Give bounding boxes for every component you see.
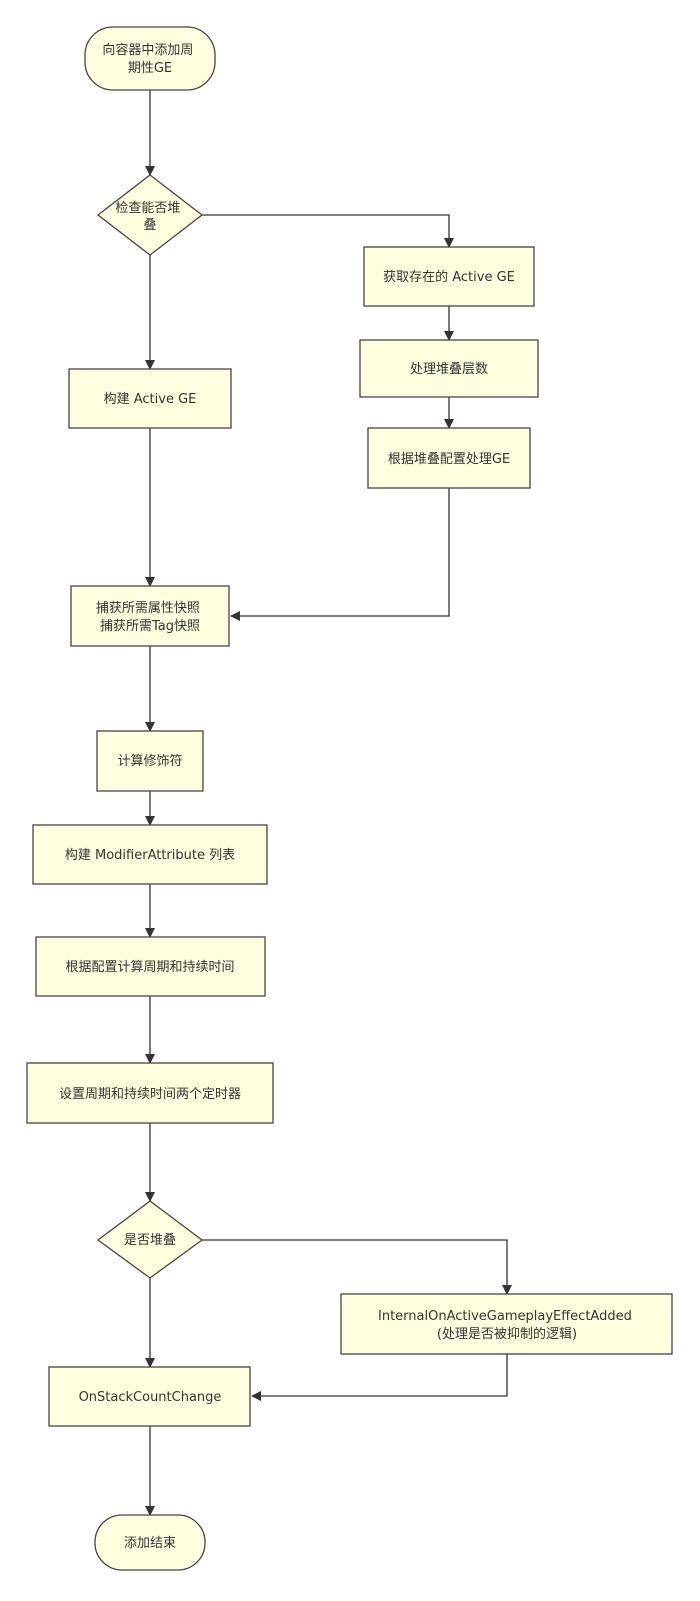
handle-stack-layers-node — [359, 339, 539, 398]
internal-added-label: InternalOnActiveGameplayEffectAdded (处理是… — [378, 1309, 636, 1342]
check-stack-label-line: 叠 — [143, 218, 156, 233]
check-stack-decision — [96, 174, 204, 256]
start-label: 向容器中添加周 期性GE — [102, 42, 197, 76]
on-stack-count-change-node — [48, 1366, 251, 1427]
handle-stack-layers-label: 处理堆叠层数 — [410, 362, 488, 377]
set-timers-node — [26, 1062, 274, 1124]
nodes — [26, 26, 673, 1571]
build-modifier-list-label: 构建 ModifierAttribute 列表 — [65, 848, 235, 863]
edge-is-stacked-to-internal — [202, 1239, 512, 1295]
capture-snapshots-label: 捕获所需属性快照 捕获所需Tag快照 — [96, 600, 204, 634]
calc-period-duration-node — [35, 936, 266, 997]
internal-added-label-line: (处理是否被抑制的逻辑) — [437, 1326, 577, 1342]
build-active-label: 构建 Active GE — [104, 392, 197, 407]
edge-internal-to-on-stack — [251, 1354, 508, 1401]
is-stacked-decision — [96, 1200, 204, 1279]
on-stack-count-change-label: OnStackCountChange — [79, 1390, 222, 1405]
internal-added-label-line: InternalOnActiveGameplayEffectAdded — [378, 1309, 632, 1324]
check-stack-label-line: 检查能否堆 — [115, 201, 180, 216]
set-timers-label: 设置周期和持续时间两个定时器 — [59, 1087, 241, 1102]
capture-snapshots-label-line: 捕获所需属性快照 — [96, 600, 200, 616]
edge-check-to-get-existing — [202, 214, 454, 248]
connectors — [145, 90, 512, 1516]
end-label: 添加结束 — [124, 1536, 176, 1551]
labels: 向容器中添加周 期性GE 检查能否堆 叠 获取存在的 Active GE 处理堆… — [59, 42, 636, 1551]
check-stack-label: 检查能否堆 叠 — [115, 201, 184, 233]
calc-modifiers-label: 计算修饰符 — [117, 753, 182, 769]
capture-snapshots-node — [70, 585, 230, 647]
get-existing-label: 获取存在的 Active GE — [383, 269, 515, 285]
is-stacked-label: 是否堆叠 — [124, 1233, 176, 1248]
start-label-line: 向容器中添加周 — [102, 42, 193, 58]
internal-added-node — [340, 1293, 673, 1355]
get-existing-node — [363, 246, 535, 307]
start-label-line: 期性GE — [128, 61, 172, 76]
capture-snapshots-label-line: 捕获所需Tag快照 — [100, 618, 200, 634]
start-node — [84, 26, 216, 91]
calc-modifiers-node — [96, 730, 204, 792]
calc-period-duration-label: 根据配置计算周期和持续时间 — [65, 960, 234, 975]
handle-ge-by-config-node — [367, 427, 531, 489]
end-node — [94, 1514, 206, 1571]
handle-ge-by-config-label: 根据堆叠配置处理GE — [388, 452, 510, 467]
build-modifier-list-node — [32, 824, 268, 885]
build-active-node — [68, 368, 232, 429]
edge-handle-ge-to-capture — [230, 488, 450, 621]
